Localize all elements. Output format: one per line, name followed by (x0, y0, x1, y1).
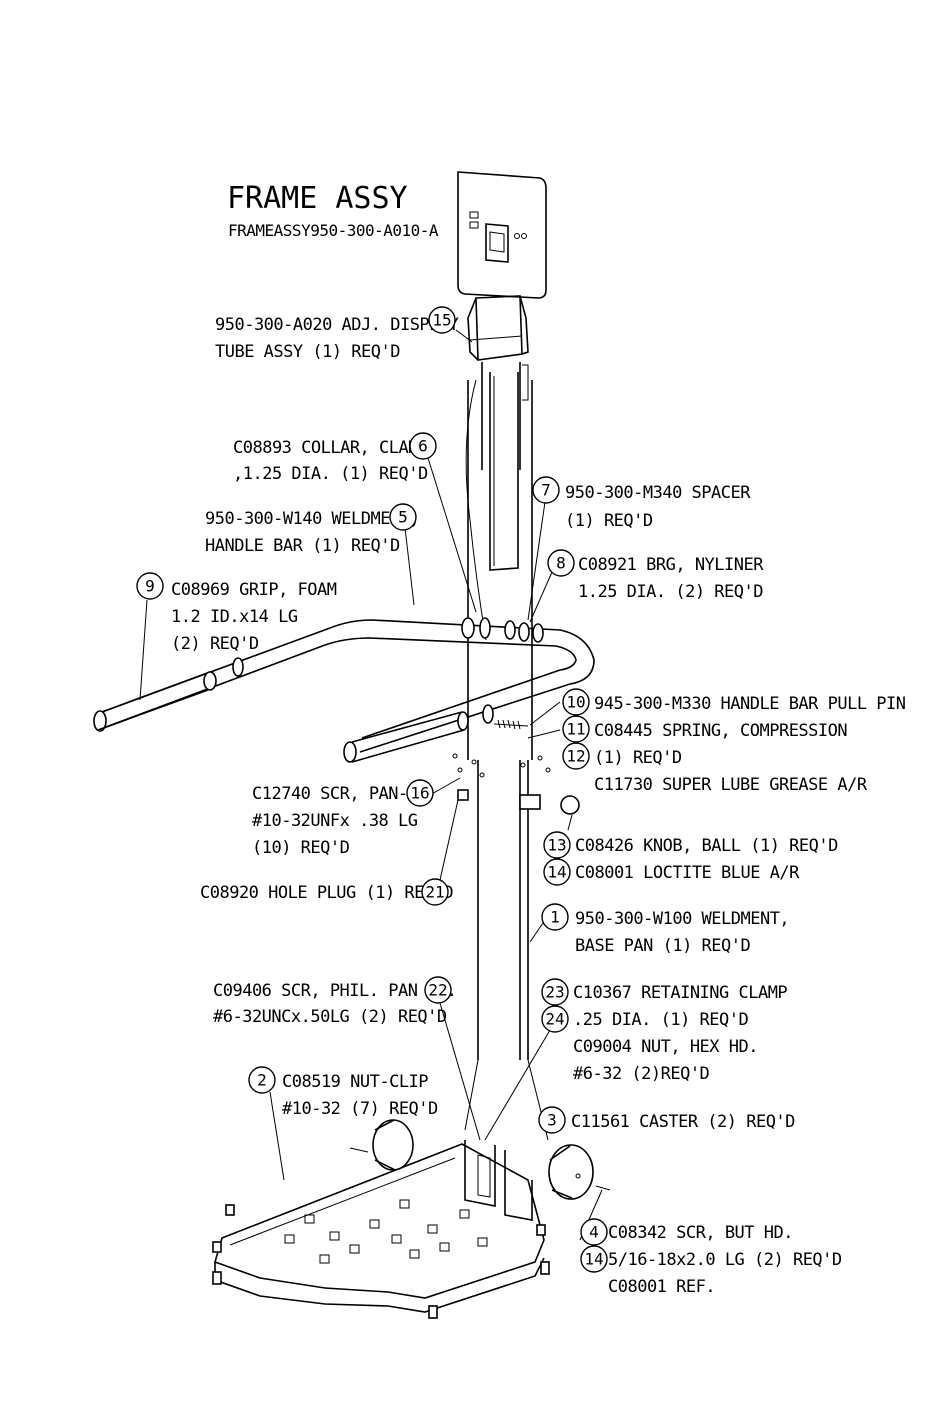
casters (349, 1119, 611, 1200)
callout-4-line-1: C08342 SCR, BUT HD. (608, 1223, 793, 1243)
balloon-2: 2 (248, 1066, 276, 1094)
callout-6-line-1: C08893 COLLAR, CLAMP (233, 438, 428, 458)
svg-text:2: 2 (257, 1071, 267, 1090)
svg-text:24: 24 (545, 1010, 564, 1029)
callout-23-line-1: C10367 RETAINING CLAMP (573, 983, 787, 1003)
svg-text:21: 21 (425, 883, 444, 902)
callout-22-line-2: #6-32UNCx.50LG (2) REQ'D (213, 1007, 447, 1027)
callout-7-line-2: (1) REQ'D (565, 511, 653, 531)
balloon-21: 21 (421, 878, 449, 906)
svg-text:3: 3 (547, 1111, 557, 1130)
balloon-16: 16 (406, 779, 434, 807)
callout-12-line-1: (1) REQ'D (594, 748, 682, 768)
callout-6-line-2: ,1.25 DIA. (1) REQ'D (233, 464, 428, 484)
callout-1-line-2: BASE PAN (1) REQ'D (575, 936, 750, 956)
balloon-8: 8 (547, 549, 575, 577)
balloon-4: 4 (580, 1218, 608, 1246)
balloon-14-a: 14 (543, 858, 571, 886)
svg-text:7: 7 (541, 481, 551, 500)
svg-text:16: 16 (410, 784, 429, 803)
svg-text:4: 4 (589, 1223, 599, 1242)
svg-text:11: 11 (566, 720, 585, 739)
callout-15-line-1: 950-300-A020 ADJ. DISPLAY (215, 315, 459, 335)
svg-text:22: 22 (428, 981, 447, 1000)
callout-16-line-3: (10) REQ'D (252, 838, 350, 858)
svg-text:15: 15 (432, 311, 451, 330)
base-bosses (284, 1199, 488, 1264)
svg-text:14: 14 (584, 1250, 603, 1269)
balloon-23: 23 (541, 978, 569, 1006)
callout-13-line-1: C08426 KNOB, BALL (1) REQ'D (575, 836, 838, 856)
display-panel (457, 171, 547, 299)
display-tube-assy (467, 295, 529, 571)
balloon-5: 5 (389, 503, 417, 531)
balloon-6: 6 (409, 432, 437, 460)
svg-text:13: 13 (547, 836, 566, 855)
callout-15-line-2: TUBE ASSY (1) REQ'D (215, 342, 400, 362)
callout-21-line-1: C08920 HOLE PLUG (1) REQ'D (200, 883, 453, 903)
svg-text:14: 14 (547, 863, 566, 882)
callout-22-line-1: C09406 SCR, PHIL. PAN HD. (213, 981, 456, 1001)
item-balloons: 15 6 5 7 8 9 10 11 12 16 13 14 21 1 22 2… (136, 306, 608, 1273)
screws-16 (452, 753, 551, 801)
callout-8-line-2: 1.25 DIA. (2) REQ'D (578, 582, 763, 602)
balloon-24: 24 (541, 1005, 569, 1033)
balloon-7: 7 (532, 476, 560, 504)
svg-text:23: 23 (545, 983, 564, 1002)
callout-9-line-1: C08969 GRIP, FOAM (171, 580, 337, 600)
callout-24-line-3: #6-32 (2)REQ'D (573, 1064, 710, 1084)
callout-9-line-2: 1.2 ID.x14 LG (171, 607, 298, 627)
drawing-title: FRAME ASSY (227, 181, 408, 216)
base-pan (212, 1140, 550, 1319)
callout-8-line-1: C08921 BRG, NYLINER (578, 555, 764, 575)
balloon-12: 12 (562, 742, 590, 770)
balloon-10: 10 (562, 688, 590, 716)
svg-text:5: 5 (398, 508, 408, 527)
handle-bar (93, 617, 595, 763)
callout-12-line-2: C11730 SUPER LUBE GREASE A/R (594, 775, 868, 795)
pull-pin-assy (493, 719, 580, 815)
drawing-number: FRAMEASSY950-300-A010-A (228, 221, 439, 240)
balloon-9: 9 (136, 572, 164, 600)
callout-24-line-2: C09004 NUT, HEX HD. (573, 1037, 758, 1057)
callout-10-line-1: 945-300-M330 HANDLE BAR PULL PIN (594, 694, 906, 714)
balloon-13: 13 (543, 831, 571, 859)
svg-text:6: 6 (418, 437, 428, 456)
callout-16-line-2: #10-32UNFx .38 LG (252, 811, 418, 831)
callout-16-line-1: C12740 SCR, PAN-L, (252, 784, 427, 804)
svg-text:8: 8 (556, 554, 566, 573)
balloon-15: 15 (428, 306, 456, 334)
callout-11-line-1: C08445 SPRING, COMPRESSION (594, 721, 847, 741)
callout-3-line-1: C11561 CASTER (2) REQ'D (571, 1112, 795, 1132)
callout-14a-line-1: C08001 LOCTITE BLUE A/R (575, 863, 800, 883)
callout-14b-line-1: 5/16-18x2.0 LG (2) REQ'D (608, 1250, 842, 1270)
base-feet (212, 1204, 550, 1319)
svg-text:9: 9 (145, 577, 155, 596)
balloon-11: 11 (562, 715, 590, 743)
svg-text:10: 10 (566, 693, 585, 712)
balloon-3: 3 (538, 1106, 566, 1134)
balloon-1: 1 (541, 903, 569, 931)
balloon-14-b: 14 (580, 1245, 608, 1273)
callout-5-line-2: HANDLE BAR (1) REQ'D (205, 536, 400, 556)
svg-text:1: 1 (550, 908, 560, 927)
svg-text:12: 12 (566, 747, 585, 766)
callout-24-line-1: .25 DIA. (1) REQ'D (573, 1010, 748, 1030)
leader-lines (139, 329, 603, 1241)
callout-labels: 950-300-A020 ADJ. DISPLAY TUBE ASSY (1) … (171, 315, 906, 1297)
callout-9-line-3: (2) REQ'D (171, 634, 259, 654)
callout-2-line-2: #10-32 (7) REQ'D (282, 1099, 438, 1119)
callout-5-line-1: 950-300-W140 WELDMENT, (205, 509, 419, 529)
callout-7-line-1: 950-300-M340 SPACER (565, 483, 751, 503)
callout-2-line-1: C08519 NUT-CLIP (282, 1072, 428, 1092)
callout-14b-line-2: C08001 REF. (608, 1277, 715, 1297)
callout-1-line-1: 950-300-W100 WELDMENT, (575, 909, 789, 929)
balloon-22: 22 (424, 976, 452, 1004)
